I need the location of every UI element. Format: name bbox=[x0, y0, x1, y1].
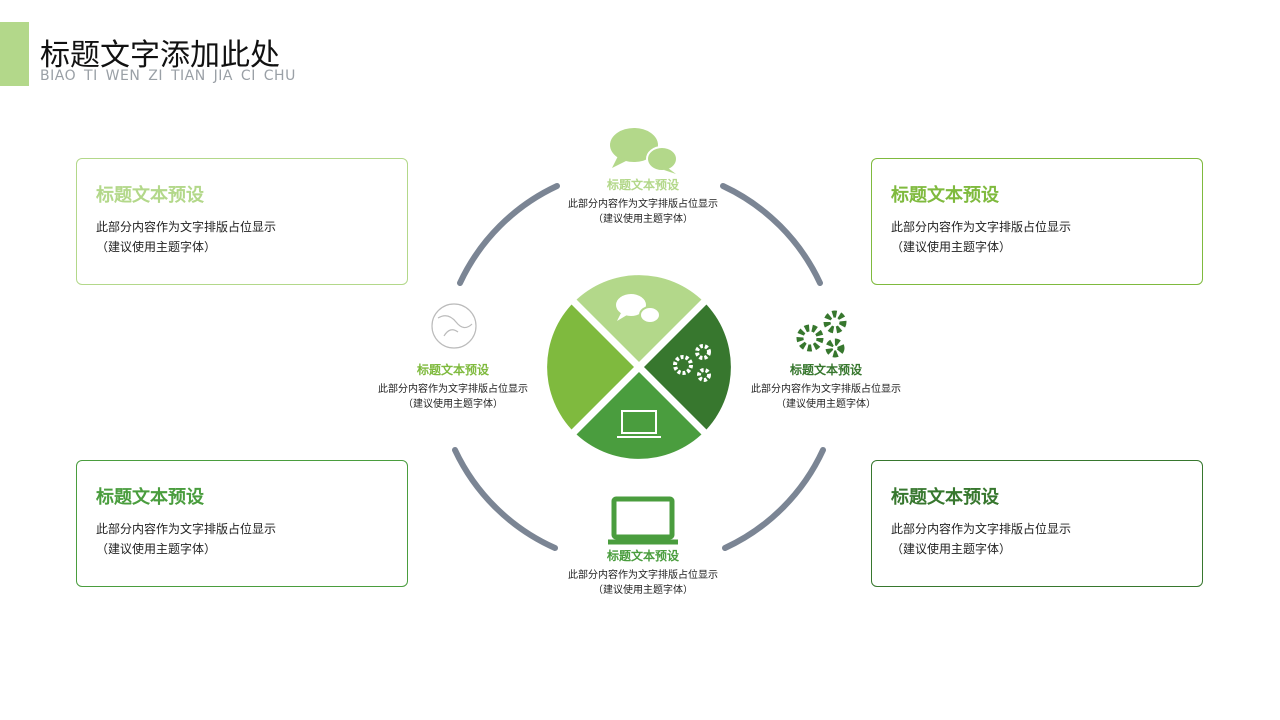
pie-laptop-icon bbox=[617, 410, 661, 438]
node-note: （建议使用主题字体） bbox=[593, 585, 693, 596]
pie-right bbox=[639, 302, 731, 432]
arc-bottom-left bbox=[452, 447, 558, 551]
info-box-top-right: 标题文本预设 此部分内容作为文字排版占位显示 （建议使用主题字体） bbox=[871, 158, 1203, 285]
arc-top-left bbox=[457, 183, 560, 286]
node-left: 标题文本预设 此部分内容作为文字排版占位显示 （建议使用主题字体） bbox=[363, 361, 543, 412]
node-text: 此部分内容作为文字排版占位显示 bbox=[568, 199, 718, 210]
box-title: 标题文本预设 bbox=[891, 487, 999, 508]
box-note: （建议使用主题字体） bbox=[96, 542, 217, 556]
node-title: 标题文本预设 bbox=[416, 363, 489, 377]
node-note: （建议使用主题字体） bbox=[593, 214, 693, 225]
globe-icon bbox=[431, 303, 477, 349]
node-right: 标题文本预设 此部分内容作为文字排版占位显示 （建议使用主题字体） bbox=[736, 361, 916, 412]
box-title: 标题文本预设 bbox=[96, 487, 204, 508]
box-text: 此部分内容作为文字排版占位显示 bbox=[891, 522, 1072, 536]
pie-bottom bbox=[574, 367, 704, 459]
info-box-top-left: 标题文本预设 此部分内容作为文字排版占位显示 （建议使用主题字体） bbox=[76, 158, 408, 285]
pie-gears-icon bbox=[673, 344, 711, 382]
page-subtitle: BIAO TI WEN ZI TIAN JIA CI CHU bbox=[40, 68, 296, 84]
pie-left bbox=[547, 302, 639, 432]
node-bottom: 标题文本预设 此部分内容作为文字排版占位显示 （建议使用主题字体） bbox=[553, 547, 733, 598]
node-text: 此部分内容作为文字排版占位显示 bbox=[378, 384, 528, 395]
node-title: 标题文本预设 bbox=[789, 363, 862, 377]
chat-icon bbox=[610, 128, 678, 174]
gears-icon bbox=[796, 310, 847, 358]
box-text: 此部分内容作为文字排版占位显示 bbox=[96, 522, 277, 536]
accent-bar bbox=[0, 22, 29, 86]
arc-top-right bbox=[720, 183, 823, 286]
node-text: 此部分内容作为文字排版占位显示 bbox=[751, 384, 901, 395]
pie-chat-icon bbox=[616, 294, 661, 324]
node-note: （建议使用主题字体） bbox=[403, 399, 503, 410]
box-title: 标题文本预设 bbox=[891, 185, 999, 206]
box-note: （建议使用主题字体） bbox=[891, 240, 1012, 254]
box-text: 此部分内容作为文字排版占位显示 bbox=[891, 220, 1072, 234]
page-title: 标题文字添加此处 bbox=[40, 38, 280, 73]
laptop-icon bbox=[608, 496, 678, 545]
box-note: （建议使用主题字体） bbox=[96, 240, 217, 254]
box-note: （建议使用主题字体） bbox=[891, 542, 1012, 556]
box-text: 此部分内容作为文字排版占位显示 bbox=[96, 220, 277, 234]
info-box-bottom-left: 标题文本预设 此部分内容作为文字排版占位显示 （建议使用主题字体） bbox=[76, 460, 408, 587]
node-title: 标题文本预设 bbox=[606, 178, 679, 192]
node-note: （建议使用主题字体） bbox=[776, 399, 876, 410]
node-text: 此部分内容作为文字排版占位显示 bbox=[568, 570, 718, 581]
pie bbox=[547, 275, 731, 459]
box-title: 标题文本预设 bbox=[96, 185, 204, 206]
pie-top bbox=[574, 275, 704, 367]
node-top: 标题文本预设 此部分内容作为文字排版占位显示 （建议使用主题字体） bbox=[553, 176, 733, 227]
info-box-bottom-right: 标题文本预设 此部分内容作为文字排版占位显示 （建议使用主题字体） bbox=[871, 460, 1203, 587]
arc-bottom-right bbox=[722, 447, 826, 551]
node-title: 标题文本预设 bbox=[606, 549, 679, 563]
